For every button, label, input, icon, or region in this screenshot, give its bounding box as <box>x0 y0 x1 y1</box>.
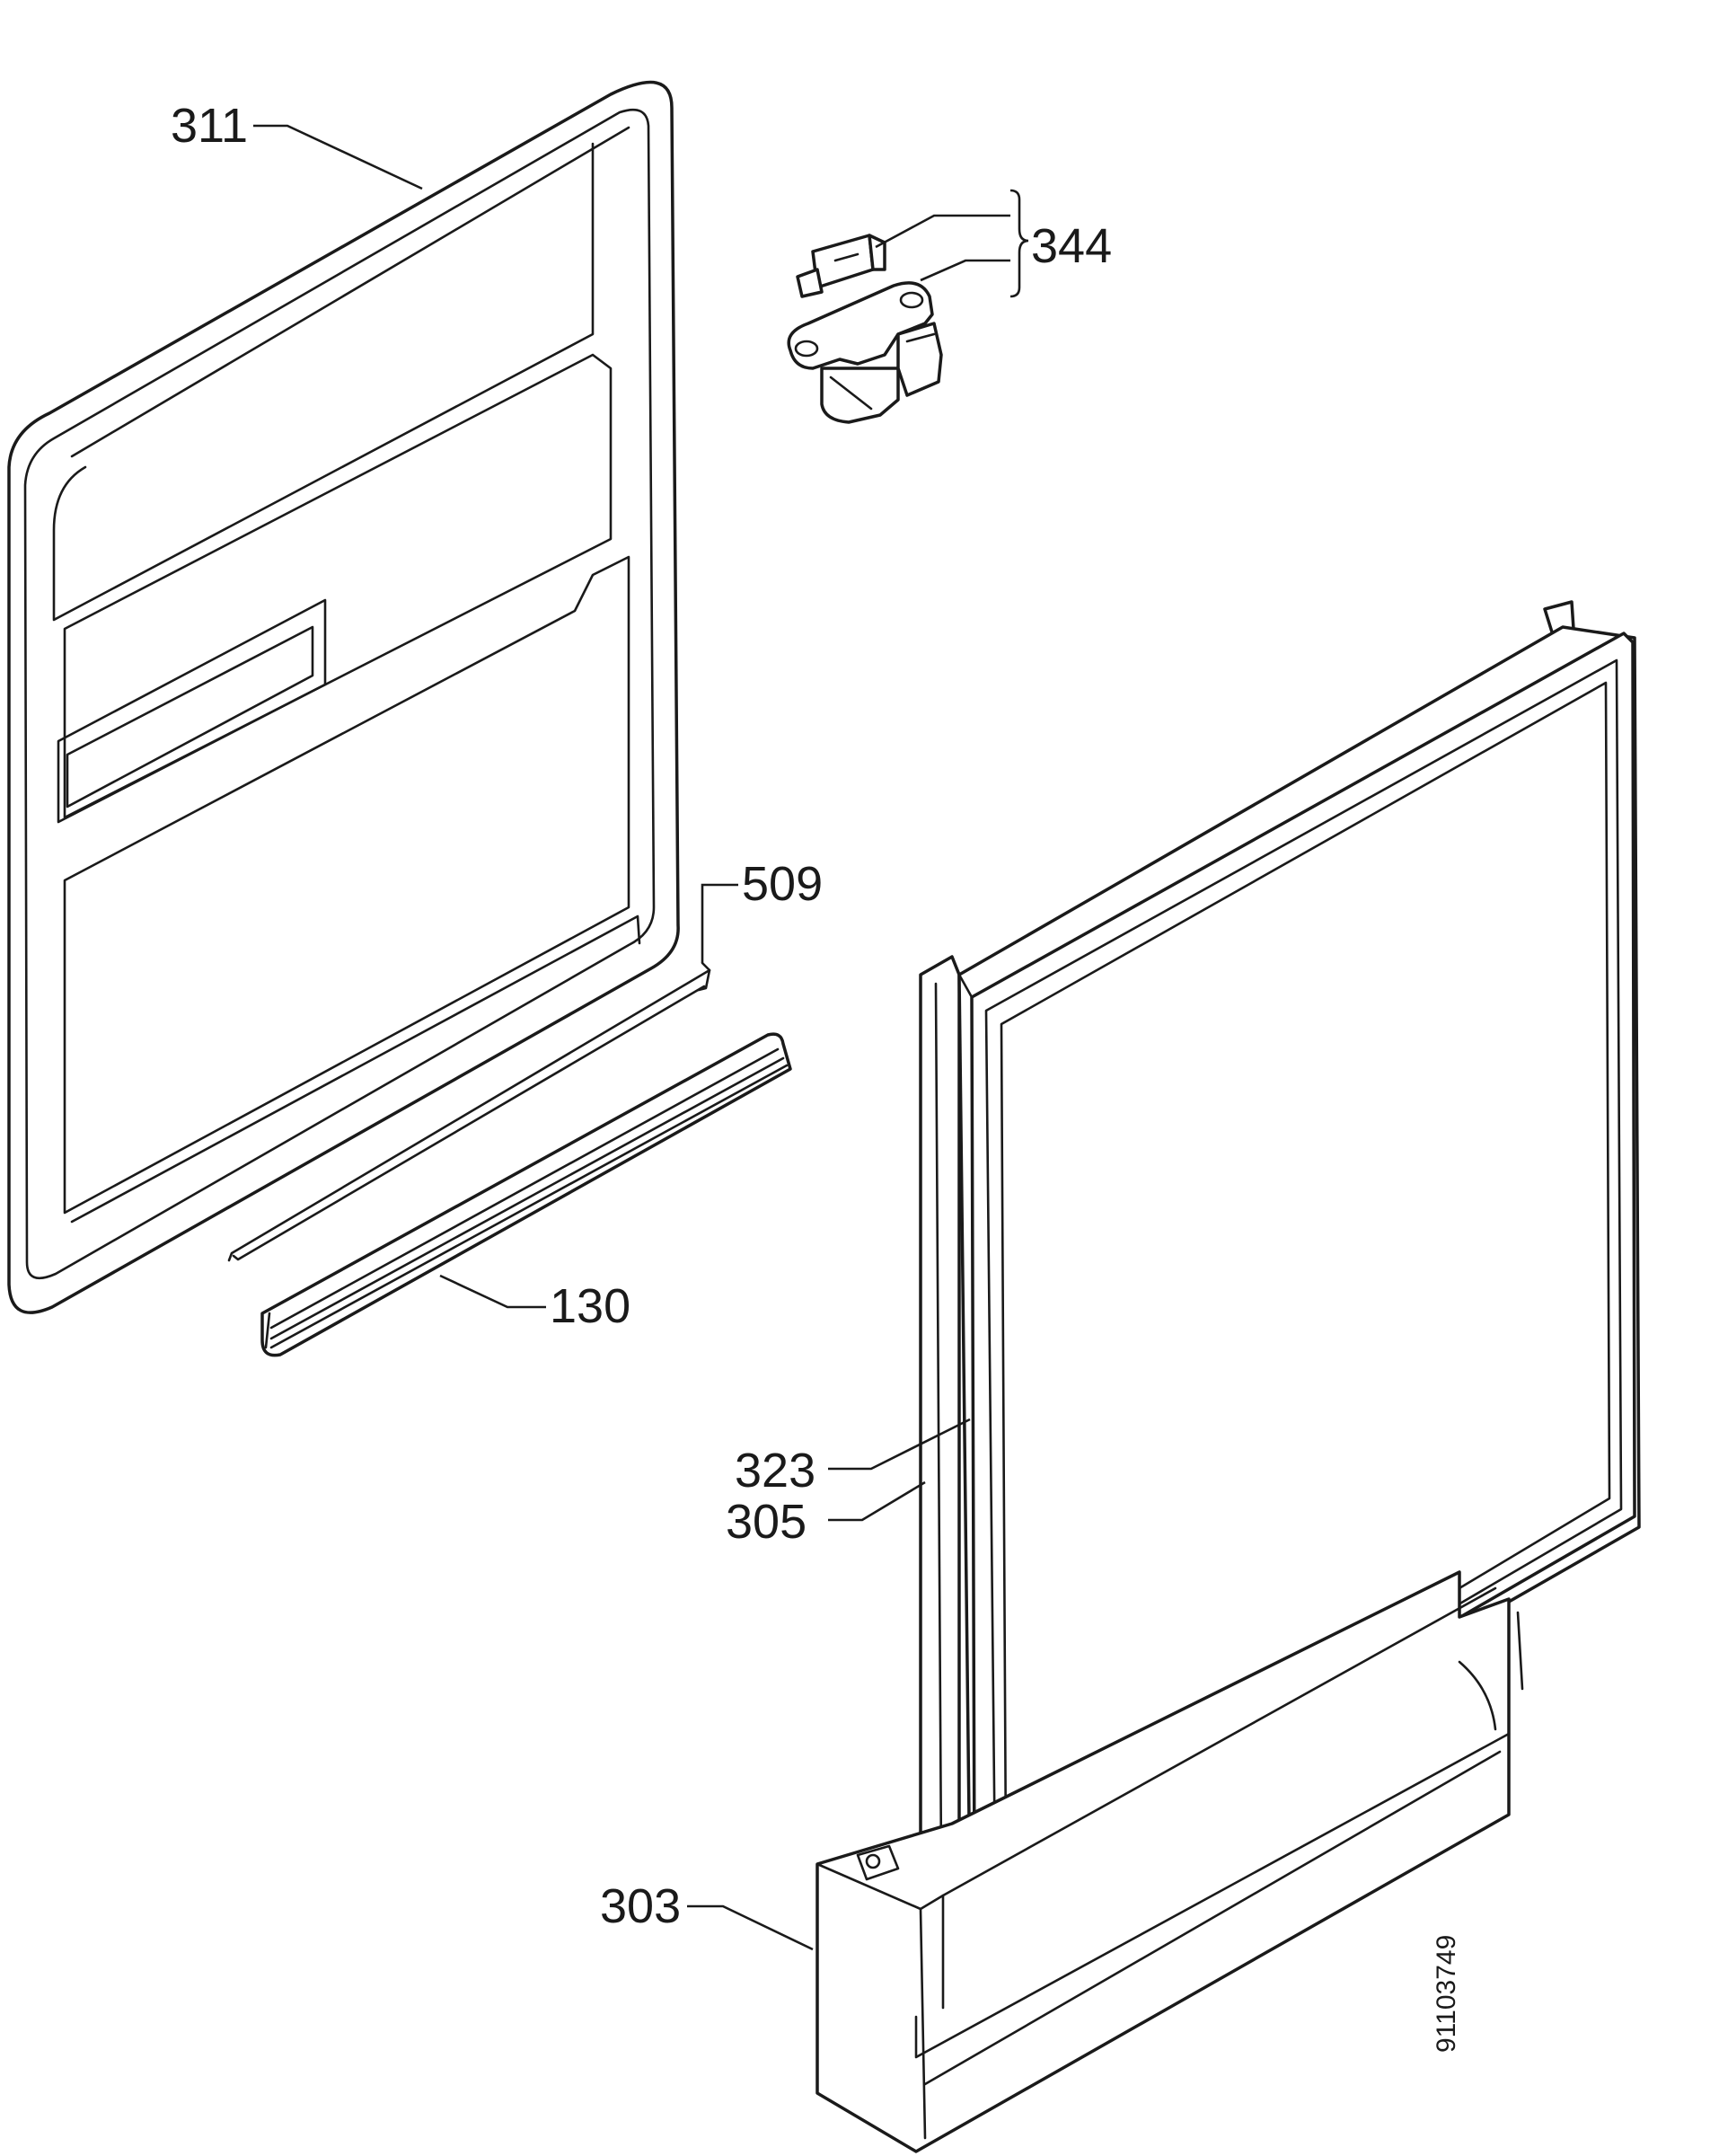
label-344: 344 <box>1031 219 1112 273</box>
label-303: 303 <box>600 1879 681 1933</box>
label-305: 305 <box>726 1495 807 1549</box>
leader-509 <box>701 883 738 963</box>
bracket-344 <box>1009 189 1029 298</box>
outer-door-frame-323 <box>957 625 1641 1902</box>
leader-311 <box>253 124 423 190</box>
leader-344-a <box>875 214 1010 249</box>
latch-assembly-344 <box>787 234 943 424</box>
document-number: 91103749 <box>1432 1935 1461 2053</box>
leader-305 <box>828 1480 926 1522</box>
leader-303 <box>687 1904 814 1951</box>
leader-323 <box>828 1418 971 1471</box>
label-311: 311 <box>171 99 248 153</box>
label-323: 323 <box>735 1444 815 1498</box>
label-509: 509 <box>742 857 823 911</box>
bottom-plinth-303 <box>815 1570 1524 2153</box>
label-130: 130 <box>550 1279 630 1333</box>
leader-lines <box>253 124 1029 1951</box>
leader-344-b <box>920 259 1010 282</box>
inner-door-panel-311 <box>7 80 680 1314</box>
seal-strip-130 <box>260 1032 792 1357</box>
hinge-rod-509 <box>227 961 711 1262</box>
leader-130 <box>439 1274 546 1309</box>
